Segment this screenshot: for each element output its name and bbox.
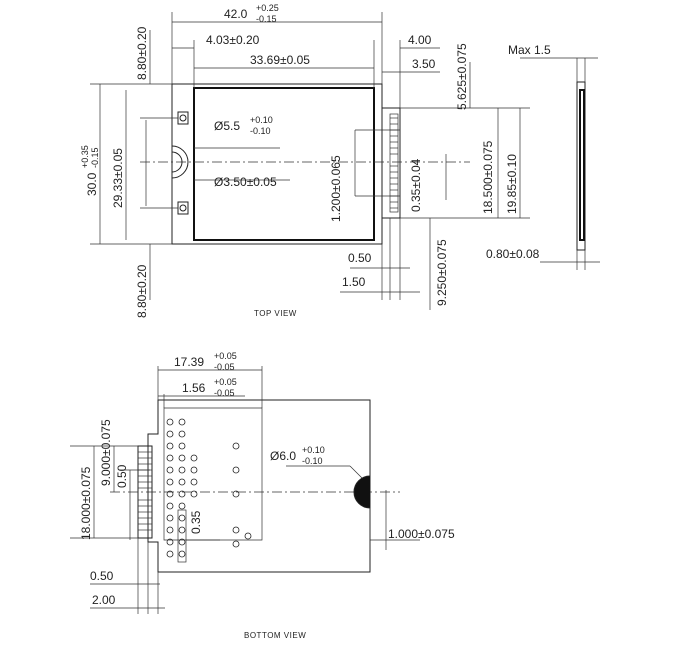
bottom-outline xyxy=(147,399,371,573)
top-notch-hole xyxy=(171,145,189,179)
bottom-pads xyxy=(166,418,252,558)
bottom-dim-offset-minus: -0.05 xyxy=(214,388,235,398)
top-screw-lower xyxy=(177,201,189,215)
dim-hole-large: Ø5.5 xyxy=(214,119,240,133)
bottom-inner-outline xyxy=(163,407,263,541)
bottom-connector-pins xyxy=(138,451,152,531)
dim-pin-center: 1.200±0.065 xyxy=(329,155,343,222)
dim-right-gap-b: 3.50 xyxy=(412,57,436,71)
bottom-dim-width-minus: -0.05 xyxy=(214,362,235,372)
side-thickness: 0.80±0.08 xyxy=(486,247,540,261)
dim-width-total: 42.0 xyxy=(224,7,248,21)
top-connector-strip xyxy=(381,107,401,219)
dim-right-gap-a: 4.00 xyxy=(408,33,432,47)
dim-height-total: 30.0 xyxy=(85,172,99,196)
bottom-dim-bottom-a: 0.50 xyxy=(90,569,114,583)
dim-pitch: 0.35±0.04 xyxy=(409,158,423,212)
bottom-dim-left-b: 18.000±0.075 xyxy=(79,466,93,540)
bottom-view-caption: BOTTOM VIEW xyxy=(244,631,306,640)
dim-right-bottom: 9.250±0.075 xyxy=(435,239,449,306)
top-inner-frame xyxy=(193,87,375,241)
bottom-notch-outline xyxy=(353,475,371,509)
bottom-dim-bottom-b: 2.00 xyxy=(92,593,116,607)
side-board xyxy=(579,89,585,241)
dim-height-total-plus: +0.35 xyxy=(80,145,90,168)
bottom-view: 17.39 +0.05 -0.05 1.56 +0.05 -0.05 Ø6.0 … xyxy=(70,351,455,640)
bottom-dim-left-c: 0.50 xyxy=(115,464,129,488)
bottom-dim-pin-w: 0.35 xyxy=(189,510,203,534)
bottom-pin-rect xyxy=(177,509,187,563)
dim-inner-width: 33.69±0.05 xyxy=(250,53,310,67)
top-connector-pins xyxy=(389,113,399,213)
bottom-dim-right-gap: 1.000±0.075 xyxy=(388,527,455,541)
dim-height-total-minus: -0.15 xyxy=(90,147,100,168)
dim-width-total-plus: +0.25 xyxy=(256,3,279,13)
dim-hole-small: Ø3.50±0.05 xyxy=(214,175,277,189)
dim-bottom-b: 1.50 xyxy=(342,275,366,289)
dim-width-total-minus: -0.15 xyxy=(256,14,277,24)
top-module-outline xyxy=(171,83,383,245)
bottom-dim-hole-plus: +0.10 xyxy=(302,445,325,455)
top-view: 42.0 +0.25 -0.15 4.03±0.20 33.69±0.05 4.… xyxy=(80,3,530,318)
dim-right-c: 19.85±0.10 xyxy=(505,154,519,214)
top-connector-pin-lines xyxy=(390,117,398,209)
dim-top-margin: 8.80±0.20 xyxy=(135,26,149,80)
bottom-notch-fill xyxy=(354,476,370,508)
dim-right-b: 18.500±0.075 xyxy=(481,140,495,214)
dim-offset-left: 4.03±0.20 xyxy=(206,33,260,47)
dim-hole-large-minus: -0.10 xyxy=(250,126,271,136)
bottom-dim-offset: 1.56 xyxy=(182,381,206,395)
side-max-label: Max 1.5 xyxy=(508,43,551,57)
dim-bottom-margin: 8.80±0.20 xyxy=(135,264,149,318)
top-notch-inner xyxy=(171,151,183,173)
side-view: Max 1.5 0.80±0.08 xyxy=(486,43,600,270)
dim-hole-large-plus: +0.10 xyxy=(250,115,273,125)
top-screw-upper xyxy=(177,111,189,125)
bottom-dim-left-a: 9.000±0.075 xyxy=(99,419,113,486)
bottom-dim-hole: Ø6.0 xyxy=(270,449,296,463)
bottom-dim-offset-plus: +0.05 xyxy=(214,377,237,387)
dim-bottom-a: 0.50 xyxy=(348,251,372,265)
bottom-dim-hole-minus: -0.10 xyxy=(302,456,323,466)
dim-right-top: 5.625±0.075 xyxy=(455,43,469,110)
dim-inner-height: 29.33±0.05 xyxy=(111,148,125,208)
top-view-caption: TOP VIEW xyxy=(254,309,297,318)
bottom-dim-width-plus: +0.05 xyxy=(214,351,237,361)
bottom-dim-width: 17.39 xyxy=(174,355,204,369)
